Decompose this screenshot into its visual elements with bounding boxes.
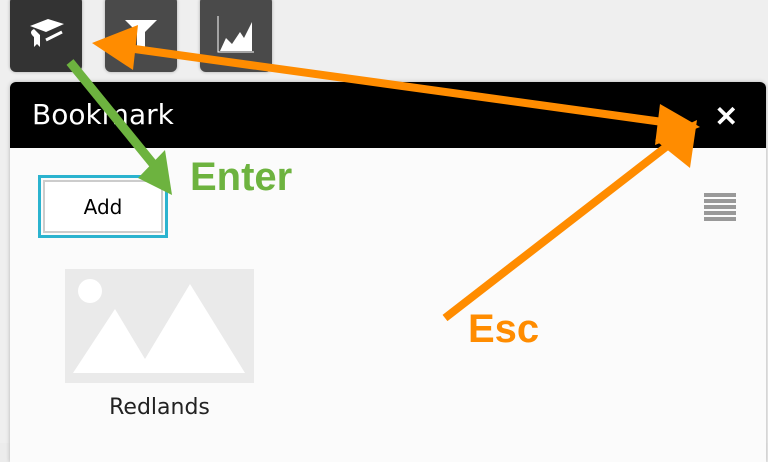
hamburger-menu-icon[interactable] (704, 193, 736, 223)
chart-tool-button[interactable] (200, 0, 272, 72)
add-button-focus-ring: Add (38, 175, 168, 238)
panel-title: Bookmark (32, 98, 174, 131)
close-icon[interactable]: ✕ (714, 101, 738, 132)
add-button[interactable]: Add (43, 180, 163, 233)
area-chart-icon (217, 16, 254, 53)
esc-annotation: Esc (468, 307, 540, 351)
bookmark-panel: Bookmark ✕ Add Redlands (10, 82, 766, 462)
filter-icon (125, 20, 157, 48)
bookmark-thumbnail[interactable] (65, 269, 254, 383)
image-placeholder-icon (73, 279, 245, 373)
panel-header: Bookmark ✕ (10, 82, 766, 148)
bookmark-label[interactable]: Redlands (109, 395, 210, 420)
graduation-cap-icon (30, 19, 64, 47)
enter-annotation: Enter (190, 155, 293, 199)
bookmark-tool-button[interactable] (10, 0, 82, 72)
filter-tool-button[interactable] (105, 0, 177, 72)
